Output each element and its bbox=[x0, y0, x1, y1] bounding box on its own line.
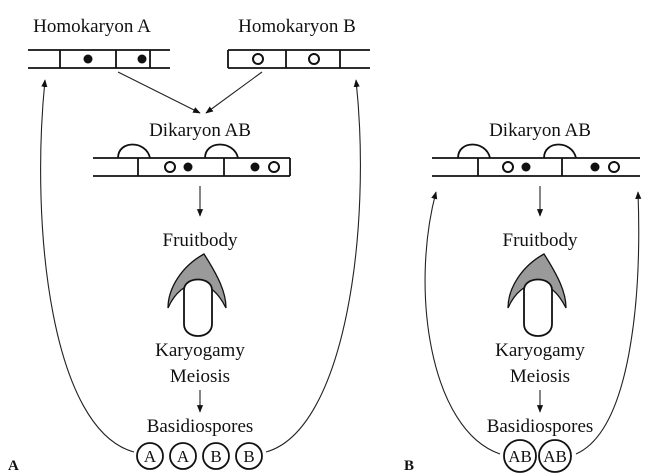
spore-label: AB bbox=[543, 447, 567, 466]
filled-nucleus-icon bbox=[591, 163, 600, 172]
basidiospores-label-a: Basidiospores bbox=[147, 416, 254, 437]
karyogamy-label-a: Karyogamy bbox=[155, 340, 245, 361]
homokaryon-a-label: Homokaryon A bbox=[33, 16, 151, 37]
panel-a-letter: A bbox=[8, 458, 19, 474]
open-nucleus-icon bbox=[309, 54, 319, 64]
clamp-connection-icon bbox=[205, 145, 238, 159]
merge-arrow-b bbox=[206, 72, 262, 113]
spore-label: A bbox=[177, 447, 190, 466]
fruitbody-label-b: Fruitbody bbox=[503, 230, 578, 251]
open-nucleus-icon bbox=[503, 162, 513, 172]
spore-label: B bbox=[243, 447, 254, 466]
homokaryon-a-hypha bbox=[28, 50, 170, 68]
open-nucleus-icon bbox=[253, 54, 263, 64]
open-nucleus-icon bbox=[165, 162, 175, 172]
dikaryon-label-a: Dikaryon AB bbox=[149, 120, 251, 141]
clamp-connection-icon bbox=[118, 145, 150, 159]
panel-b-letter: B bbox=[404, 458, 414, 474]
filled-nucleus-icon bbox=[251, 163, 260, 172]
dikaryon-label-b: Dikaryon AB bbox=[489, 120, 591, 141]
spore: A bbox=[170, 443, 196, 469]
spore-row-b: AB AB bbox=[504, 440, 571, 472]
spore-label: B bbox=[210, 447, 221, 466]
spore: B bbox=[236, 443, 262, 469]
return-arrow-left-a bbox=[41, 80, 134, 452]
dikaryon-hypha-b bbox=[432, 145, 640, 177]
mushroom-fruitbody-icon bbox=[168, 254, 226, 336]
meiosis-label-b: Meiosis bbox=[510, 366, 570, 387]
homokaryon-b-label: Homokaryon B bbox=[238, 16, 356, 37]
return-arrow-right-b bbox=[576, 192, 639, 454]
spore: AB bbox=[539, 440, 571, 472]
fruitbody-label-a: Fruitbody bbox=[163, 230, 238, 251]
return-arrow-right-a bbox=[266, 80, 360, 452]
karyogamy-label-b: Karyogamy bbox=[495, 340, 585, 361]
spore: AB bbox=[504, 440, 536, 472]
return-arrow-left-b bbox=[425, 192, 500, 454]
filled-nucleus-icon bbox=[184, 163, 193, 172]
panel-a: Homokaryon A Homokaryon B Dikaryon AB bbox=[8, 16, 370, 474]
meiosis-label-a: Meiosis bbox=[170, 366, 230, 387]
merge-arrow-a bbox=[118, 72, 200, 113]
clamp-connection-icon bbox=[458, 145, 490, 159]
open-nucleus-icon bbox=[269, 162, 279, 172]
spore-row-a: A A B B bbox=[137, 443, 262, 469]
panel-b: Dikaryon AB Fruitbody Karyogamy Meiosis … bbox=[404, 120, 640, 474]
spore: A bbox=[137, 443, 163, 469]
filled-nucleus-icon bbox=[522, 163, 531, 172]
spore-label: AB bbox=[508, 447, 532, 466]
dikaryon-hypha-a bbox=[93, 145, 290, 177]
homokaryon-b-hypha bbox=[228, 50, 370, 68]
basidiospores-label-b: Basidiospores bbox=[487, 416, 594, 437]
spore: B bbox=[203, 443, 229, 469]
filled-nucleus-icon bbox=[138, 55, 147, 64]
open-nucleus-icon bbox=[609, 162, 619, 172]
clamp-connection-icon bbox=[544, 145, 576, 159]
mushroom-fruitbody-icon bbox=[508, 254, 566, 336]
spore-label: A bbox=[144, 447, 157, 466]
filled-nucleus-icon bbox=[84, 55, 93, 64]
